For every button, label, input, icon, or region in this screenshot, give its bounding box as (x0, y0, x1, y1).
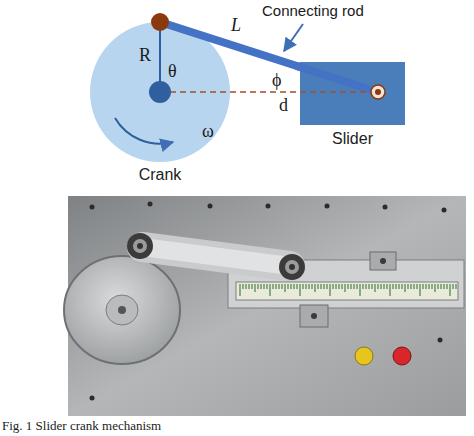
ruler-tick (363, 284, 364, 289)
ruler-tick (444, 284, 445, 289)
ruler-tick (357, 284, 358, 289)
ruler-tick (255, 284, 256, 292)
crank-circle (90, 22, 230, 162)
ruler-tick (351, 284, 352, 289)
ruler-tick (309, 284, 310, 289)
ruler-tick (408, 284, 409, 289)
angle-label: ϕ (272, 71, 281, 89)
ruler-tick (261, 284, 262, 289)
ruler-tick (360, 284, 361, 296)
ruler-tick (435, 284, 436, 292)
ruler-tick (438, 284, 439, 289)
ruler-tick (243, 284, 244, 289)
ruler-tick (240, 284, 241, 296)
ruler-tick (366, 284, 367, 289)
ruler-tick (252, 284, 253, 289)
ruler-tick (336, 284, 337, 289)
ruler-tick (354, 284, 355, 289)
slider-pin (371, 85, 385, 99)
ruler-tick (339, 284, 340, 289)
radius-label: R (139, 46, 151, 64)
ruler-tick (246, 284, 247, 289)
ruler-tick (264, 284, 265, 289)
ruler-tick (441, 284, 442, 289)
ruler-tick (345, 284, 346, 292)
ruler-tick (267, 284, 268, 289)
ruler-tick (390, 284, 391, 296)
ruler-tick (291, 284, 292, 289)
ruler-tick (330, 284, 331, 296)
connecting-rod (160, 22, 300, 67)
ruler-tick (381, 284, 382, 289)
ruler-tick (327, 284, 328, 289)
distance-label: d (279, 96, 288, 114)
slider-pin-center (375, 89, 381, 95)
ruler-tick (342, 284, 343, 289)
ruler-tick (423, 284, 424, 289)
ruler-tick (369, 284, 370, 289)
rod-stub (298, 66, 378, 92)
ruler-tick (315, 284, 316, 292)
apparatus-photo (64, 196, 466, 416)
ruler-tick (414, 284, 415, 289)
ruler-tick (348, 284, 349, 289)
node-label: Slider (300, 130, 405, 148)
ruler-tick (411, 284, 412, 289)
ruler-tick (402, 284, 403, 289)
ruler-tick (429, 284, 430, 289)
ruler-tick (393, 284, 394, 289)
ruler-tick (375, 284, 376, 292)
ruler-tick (318, 284, 319, 289)
ruler-tick (450, 284, 451, 296)
center-line (160, 91, 372, 93)
ruler-tick (399, 284, 400, 289)
ruler-tick (300, 284, 301, 296)
ruler-tick (456, 284, 457, 289)
rotation-arrow (115, 118, 173, 144)
ruler-tick (258, 284, 259, 289)
crank-hub (149, 81, 171, 103)
crank-pin (151, 13, 169, 31)
ruler-tick (273, 284, 274, 289)
ruler-tick (276, 284, 277, 289)
ruler-tick (453, 284, 454, 289)
figure-caption: Fig. 1 Slider crank mechanism (2, 419, 161, 432)
ruler-tick (384, 284, 385, 289)
ruler-tick (333, 284, 334, 289)
length-label: L (231, 16, 241, 34)
ruler-tick (405, 284, 406, 292)
ruler-tick (294, 284, 295, 289)
ruler-tick (306, 284, 307, 289)
speed-label: ω (202, 122, 214, 140)
ruler-tick (282, 284, 283, 289)
callout-leader (284, 24, 303, 51)
ruler-tick (285, 284, 286, 292)
ruler-tick (288, 284, 289, 289)
ruler-tick (372, 284, 373, 289)
node-label: Crank (90, 166, 230, 184)
callout-label: Connecting rod (262, 3, 364, 18)
ruler-tick (447, 284, 448, 289)
ruler-tick (279, 284, 280, 289)
ruler-tick (396, 284, 397, 289)
ruler-tick (417, 284, 418, 289)
ruler-tick (303, 284, 304, 289)
ruler-tick (249, 284, 250, 289)
ruler-tick (270, 284, 271, 296)
ruler-tick (324, 284, 325, 289)
angle-label: θ (168, 62, 177, 80)
ruler-tick (378, 284, 379, 289)
ruler-tick (426, 284, 427, 289)
ruler-tick (312, 284, 313, 289)
ruler-tick (420, 284, 421, 296)
ruler-tick (432, 284, 433, 289)
ruler-tick (321, 284, 322, 289)
ruler-tick (387, 284, 388, 289)
ruler-tick (297, 284, 298, 289)
